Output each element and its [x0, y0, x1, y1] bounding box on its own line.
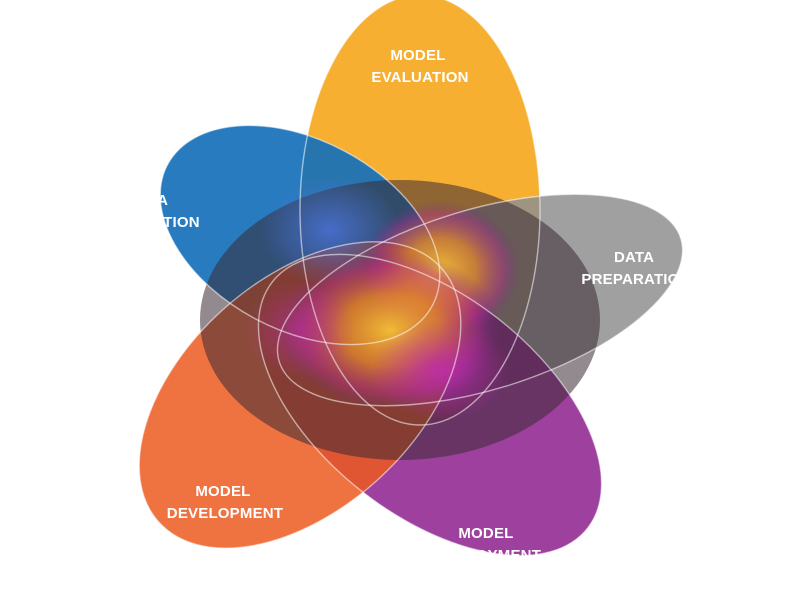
petal-labels: MODEL EVALUATION DATA COLLECTION DATA PR…: [100, 47, 690, 564]
label-model-evaluation: MODEL EVALUATION: [371, 47, 468, 86]
label-data-collection: DATA COLLECTION: [100, 192, 200, 231]
petal-outlines: [138, 0, 684, 557]
label-data-preparation: DATA PREPARATION: [581, 249, 690, 288]
label-model-development: MODEL DEVELOPMENT: [167, 483, 283, 522]
label-model-deployment: MODEL DEPLOYMENT: [435, 525, 541, 564]
